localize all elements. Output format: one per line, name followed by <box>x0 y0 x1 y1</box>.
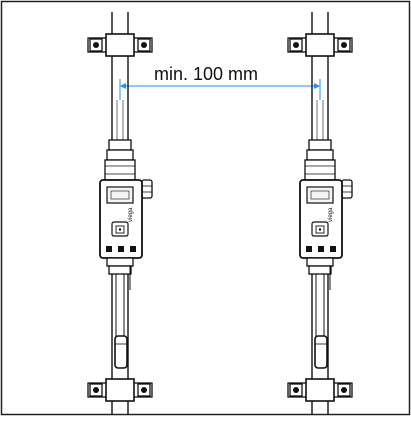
fitting-ring-2 <box>106 149 134 161</box>
connector-mark-3 <box>130 246 136 252</box>
bottom-clamp-bolt-right-icon <box>341 387 347 393</box>
connector-mark-1 <box>306 246 312 252</box>
meter-display-inner <box>310 190 330 200</box>
dimension-line <box>119 79 321 100</box>
lower-fitting-1 <box>306 257 334 267</box>
top-clamp-band <box>305 33 335 57</box>
bottom-clamp-band <box>305 378 335 402</box>
top-clamp-bolt-left-icon <box>93 42 99 48</box>
lower-fitting-2 <box>308 265 332 275</box>
connector-mark-3 <box>330 246 336 252</box>
side-knob <box>141 179 153 199</box>
meter-display-inner <box>110 190 130 200</box>
lock-keyhole-icon <box>118 228 122 231</box>
bottom-clamp-bolt-right-icon <box>141 387 147 393</box>
lock-keyhole-icon <box>318 228 322 231</box>
sensor-capsule <box>314 335 328 369</box>
brand-label: viega <box>328 207 334 222</box>
brand-label: viega <box>128 207 134 222</box>
fitting-ring-1 <box>308 139 332 151</box>
lower-fitting-2 <box>108 265 132 275</box>
lower-fitting-1 <box>106 257 134 267</box>
top-clamp-bolt-right-icon <box>341 42 347 48</box>
fitting-nut <box>304 159 336 181</box>
connector-mark-2 <box>318 246 324 252</box>
top-clamp-bolt-left-icon <box>293 42 299 48</box>
bottom-clamp-bolt-left-icon <box>293 387 299 393</box>
connector-mark-2 <box>118 246 124 252</box>
connector-mark-1 <box>106 246 112 252</box>
lock-icon <box>315 225 325 234</box>
top-clamp-bolt-right-icon <box>141 42 147 48</box>
lock-icon <box>115 225 125 234</box>
top-clamp-band <box>105 33 135 57</box>
fitting-nut <box>104 159 136 181</box>
fitting-ring-2 <box>306 149 334 161</box>
fitting-ring-1 <box>108 139 132 151</box>
sensor-capsule <box>114 335 128 369</box>
dimension-label: min. 100 mm <box>154 64 258 84</box>
side-knob <box>341 179 353 199</box>
bottom-clamp-bolt-left-icon <box>93 387 99 393</box>
bottom-clamp-band <box>105 378 135 402</box>
left-pipe-assembly: viega <box>87 12 153 414</box>
right-pipe-assembly: viega <box>287 12 353 414</box>
